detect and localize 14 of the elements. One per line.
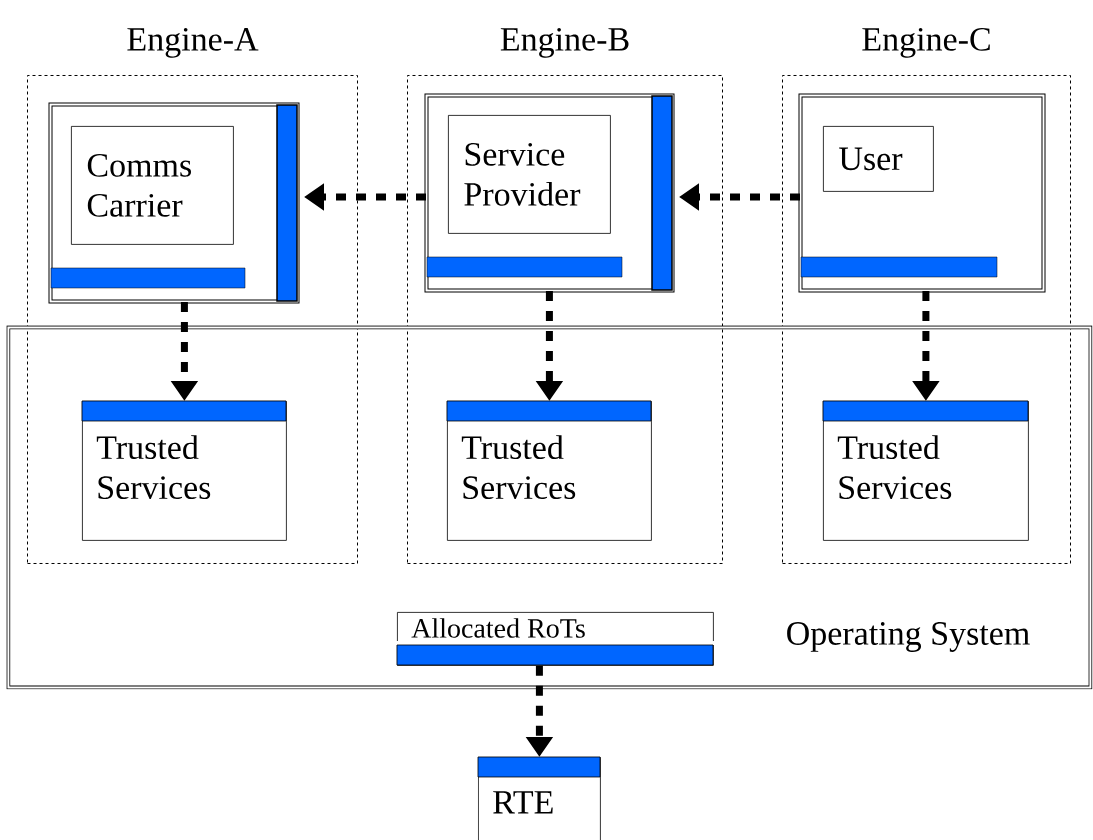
engine-title: Engine-A [127, 27, 259, 58]
window-frame [424, 93, 675, 293]
label-box: Service Provider [448, 115, 611, 234]
label-box: Comms Carrier [71, 126, 234, 245]
service-box: RTE [477, 756, 601, 840]
engine-title: Engine-B [500, 27, 629, 58]
register-box: Allocated RoTs [396, 612, 714, 666]
engine-title: Engine-C [862, 27, 990, 58]
service-box: Trusted Services [446, 400, 652, 541]
service-box: Trusted Services [81, 400, 287, 541]
label-box: User [823, 126, 934, 192]
window-frame [48, 102, 300, 304]
window-frame [798, 93, 1046, 293]
service-box: Trusted Services [822, 400, 1029, 541]
